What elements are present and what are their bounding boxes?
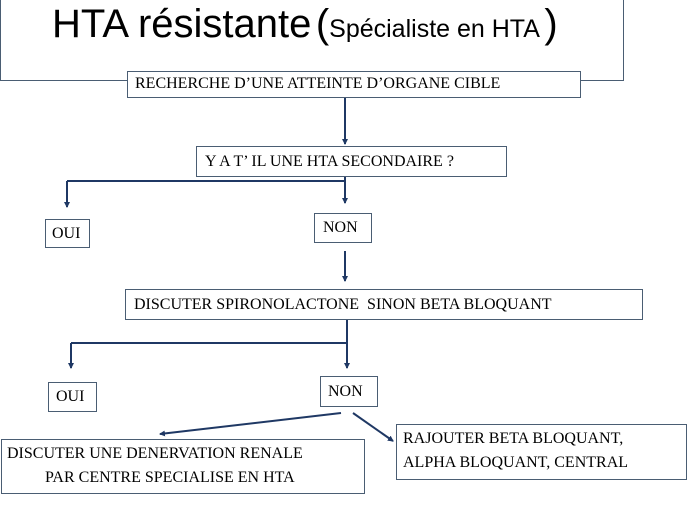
denervation-line-1: DISCUTER UNE DENERVATION RENALE [7,445,303,462]
title-close-paren: ) [544,2,558,46]
oui-1-label: OUI [52,225,81,242]
non-1-box: NON [314,213,372,243]
recherche-label: RECHERCHE D’UNE ATTEINTE D’ORGANE CIBLE [135,75,501,92]
arrow-non2-to-rajouter [352,412,394,442]
non-2-label: NON [328,383,363,400]
title-main: HTA résistante [52,2,312,46]
rajouter-box: RAJOUTER BETA BLOQUANT, ALPHA BLOQUANT, … [396,424,687,480]
oui-1-box: OUI [45,219,90,248]
oui-2-box: OUI [48,382,97,412]
diagram-title: HTA résistante (Spécialiste en HTA ) [52,4,558,44]
denervation-box: DISCUTER UNE DENERVATION RENALE PAR CENT… [1,439,365,494]
denervation-line-2: PAR CENTRE SPECIALISE EN HTA [45,469,295,486]
title-open-paren: ( [315,2,330,46]
non-1-label: NON [323,219,358,236]
spiro-label: DISCUTER SPIRONOLACTONE SINON BETA BLOQU… [134,296,552,313]
oui-2-label: OUI [56,388,85,405]
rajouter-line-2: ALPHA BLOQUANT, CENTRAL [403,454,629,471]
non-2-box: NON [320,376,378,407]
arrow-non2-to-denervation [159,412,342,437]
recherche-box: RECHERCHE D’UNE ATTEINTE D’ORGANE CIBLE [127,71,581,98]
secondaire-label: Y A T’ IL UNE HTA SECONDAIRE ? [205,153,454,170]
secondaire-box: Y A T’ IL UNE HTA SECONDAIRE ? [196,146,507,177]
rajouter-line-1: RAJOUTER BETA BLOQUANT, [403,430,624,447]
title-frame [0,0,624,81]
title-subtitle: Spécialiste en HTA [329,15,540,43]
spiro-box: DISCUTER SPIRONOLACTONE SINON BETA BLOQU… [125,289,643,320]
